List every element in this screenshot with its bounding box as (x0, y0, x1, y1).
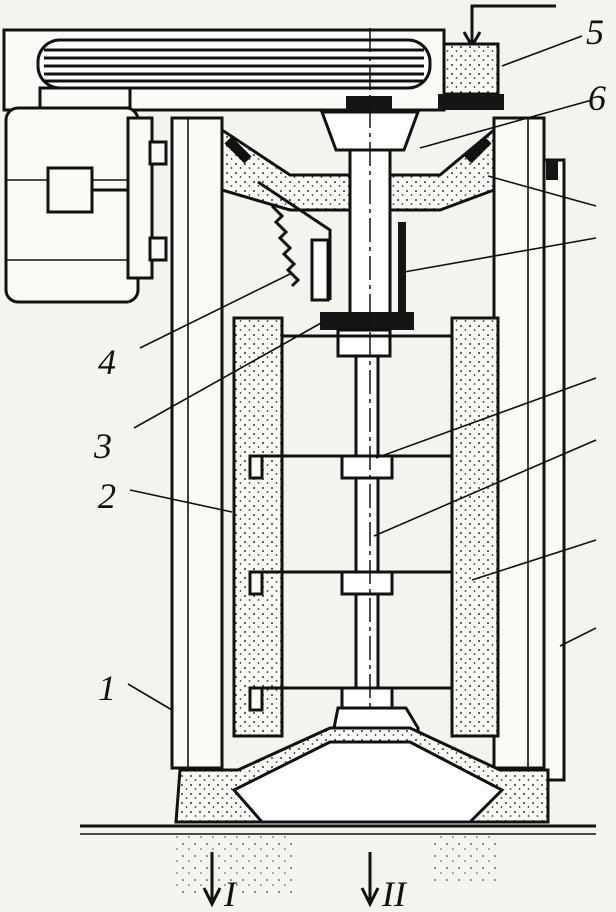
spring-mechanism (257, 180, 406, 312)
drum (232, 316, 500, 738)
label-2: 2 (98, 476, 116, 516)
label-5: 5 (586, 12, 604, 52)
top-bearing (319, 96, 421, 322)
label-4: 4 (98, 342, 116, 382)
feed-unit (438, 4, 556, 110)
output-arrows (202, 852, 380, 908)
leader-lines (127, 35, 597, 711)
feed-cone (220, 126, 496, 212)
motor (4, 86, 168, 304)
hub (320, 312, 414, 358)
frame-columns (170, 116, 566, 782)
label-6: 6 (588, 78, 606, 118)
base (80, 824, 596, 894)
label-1: 1 (98, 668, 116, 708)
discharge-cone (174, 706, 550, 824)
output-label-i: I (223, 874, 238, 912)
rotor (248, 354, 452, 712)
label-3: 3 (93, 426, 112, 466)
output-label-ii: II (381, 874, 408, 912)
